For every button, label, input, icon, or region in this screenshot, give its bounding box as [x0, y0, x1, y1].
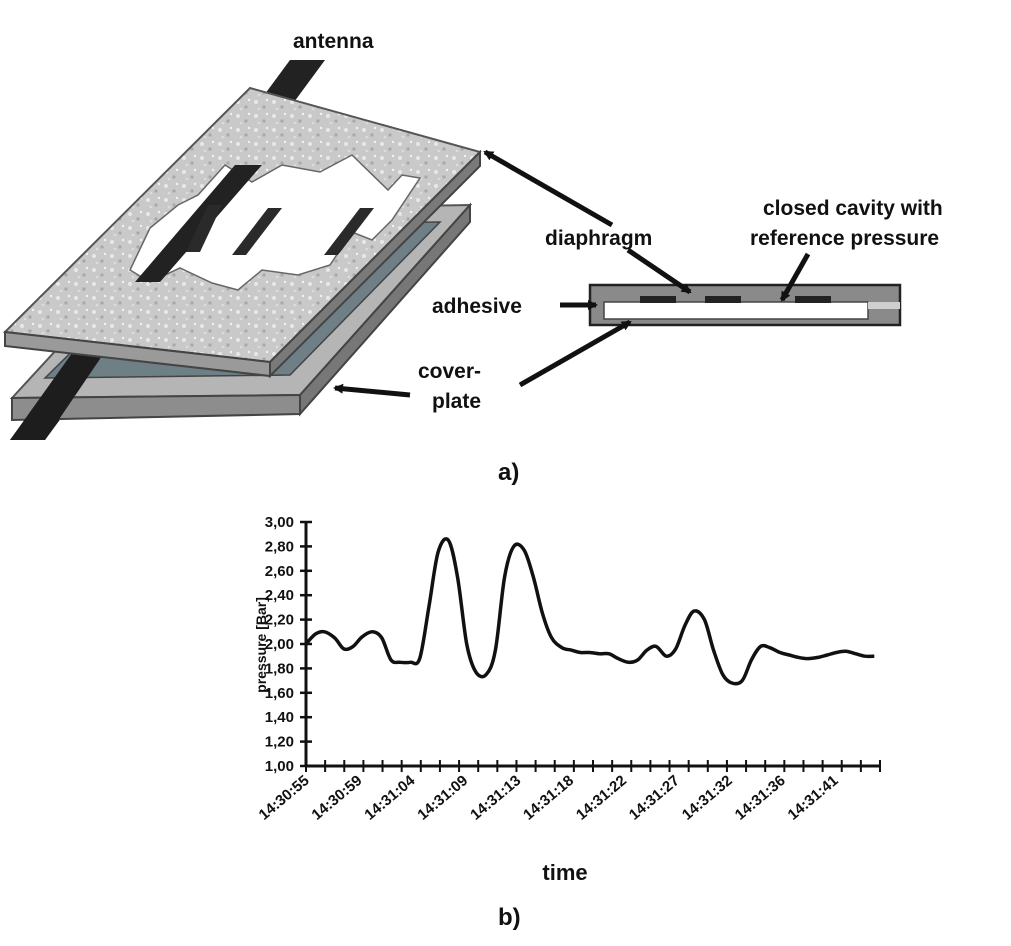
x-tick-label: 14:31:18: [520, 772, 577, 824]
cover-plate-side: [299, 202, 471, 417]
torn-window: [129, 154, 422, 291]
y-axis-label: pressure [Bar]: [253, 597, 269, 693]
x-tick-label: 14:31:41: [785, 772, 842, 824]
callout-arrows: [333, 149, 811, 398]
series-line: [304, 537, 875, 686]
y-tick-label: 2,40: [265, 587, 294, 604]
sensor-element-1: [186, 205, 222, 252]
label-cover-line1: cover-: [418, 360, 481, 383]
label-antenna: antenna: [293, 30, 374, 53]
x-tick-labels: 14:30:5514:30:5914:31:0414:31:0914:31:13…: [256, 772, 842, 824]
x-tick-label: 14:31:27: [626, 772, 683, 824]
y-tick-label: 1,20: [265, 734, 294, 751]
y-tick-label: 1,80: [265, 660, 294, 677]
coverplate-arrow-exploded: [333, 383, 411, 398]
y-tick-label: 1,00: [265, 758, 294, 775]
pressure-chart: 3,00 2,80 2,60 2,40 2,20 2,00 1,80 1,60 1,40 1,20…: [253, 514, 881, 931]
sensor-element-3: [324, 208, 374, 255]
label-adhesive: adhesive: [432, 295, 522, 318]
y-tick-label: 2,80: [265, 538, 294, 555]
y-tick-label: 1,40: [265, 709, 294, 726]
label-cavity-line1: closed cavity with: [763, 197, 943, 220]
panel-label-b: b): [498, 904, 521, 931]
y-tick-label: 3,00: [265, 514, 294, 531]
label-cover-line2: plate: [432, 390, 481, 413]
sensor-element-2: [232, 208, 282, 255]
x-tick-label: 14:30:55: [256, 772, 313, 824]
x-tick-label: 14:31:13: [467, 772, 524, 824]
diaphragm-plate-side: [269, 149, 481, 379]
antenna-strip-window: [135, 165, 262, 282]
exploded-view: [2, 60, 482, 440]
diaphragm-arrow-exploded: [483, 149, 614, 228]
panel-label-a: a): [498, 459, 519, 486]
cavity-arrow: [779, 252, 811, 302]
cross-section: [588, 283, 902, 327]
diagram-labels: antenna diaphragm closed cavity with ref…: [293, 30, 943, 486]
label-diaphragm: diaphragm: [545, 227, 652, 250]
y-tick-label: 2,60: [265, 563, 294, 580]
diaphragm-arrow-section: [626, 247, 692, 295]
y-tick-label: 1,60: [265, 685, 294, 702]
x-tick-label: 14:30:59: [309, 772, 366, 824]
coverplate-arrow-section: [518, 319, 632, 388]
y-tick-label: 2,20: [265, 612, 294, 629]
y-tick-label: 2,00: [265, 636, 294, 653]
x-tick-label: 14:31:22: [573, 772, 630, 824]
x-tick-label: 14:31:32: [679, 772, 736, 824]
x-tick-label: 14:31:04: [361, 772, 418, 824]
label-cavity-line2: reference pressure: [750, 227, 939, 250]
x-tick-label: 14:31:36: [732, 772, 789, 824]
x-axis-label: time: [542, 860, 587, 885]
x-tick-label: 14:31:09: [414, 772, 471, 824]
y-tick-labels: 3,00 2,80 2,60 2,40 2,20 2,00 1,80 1,60 1,40 1,20…: [265, 514, 294, 775]
